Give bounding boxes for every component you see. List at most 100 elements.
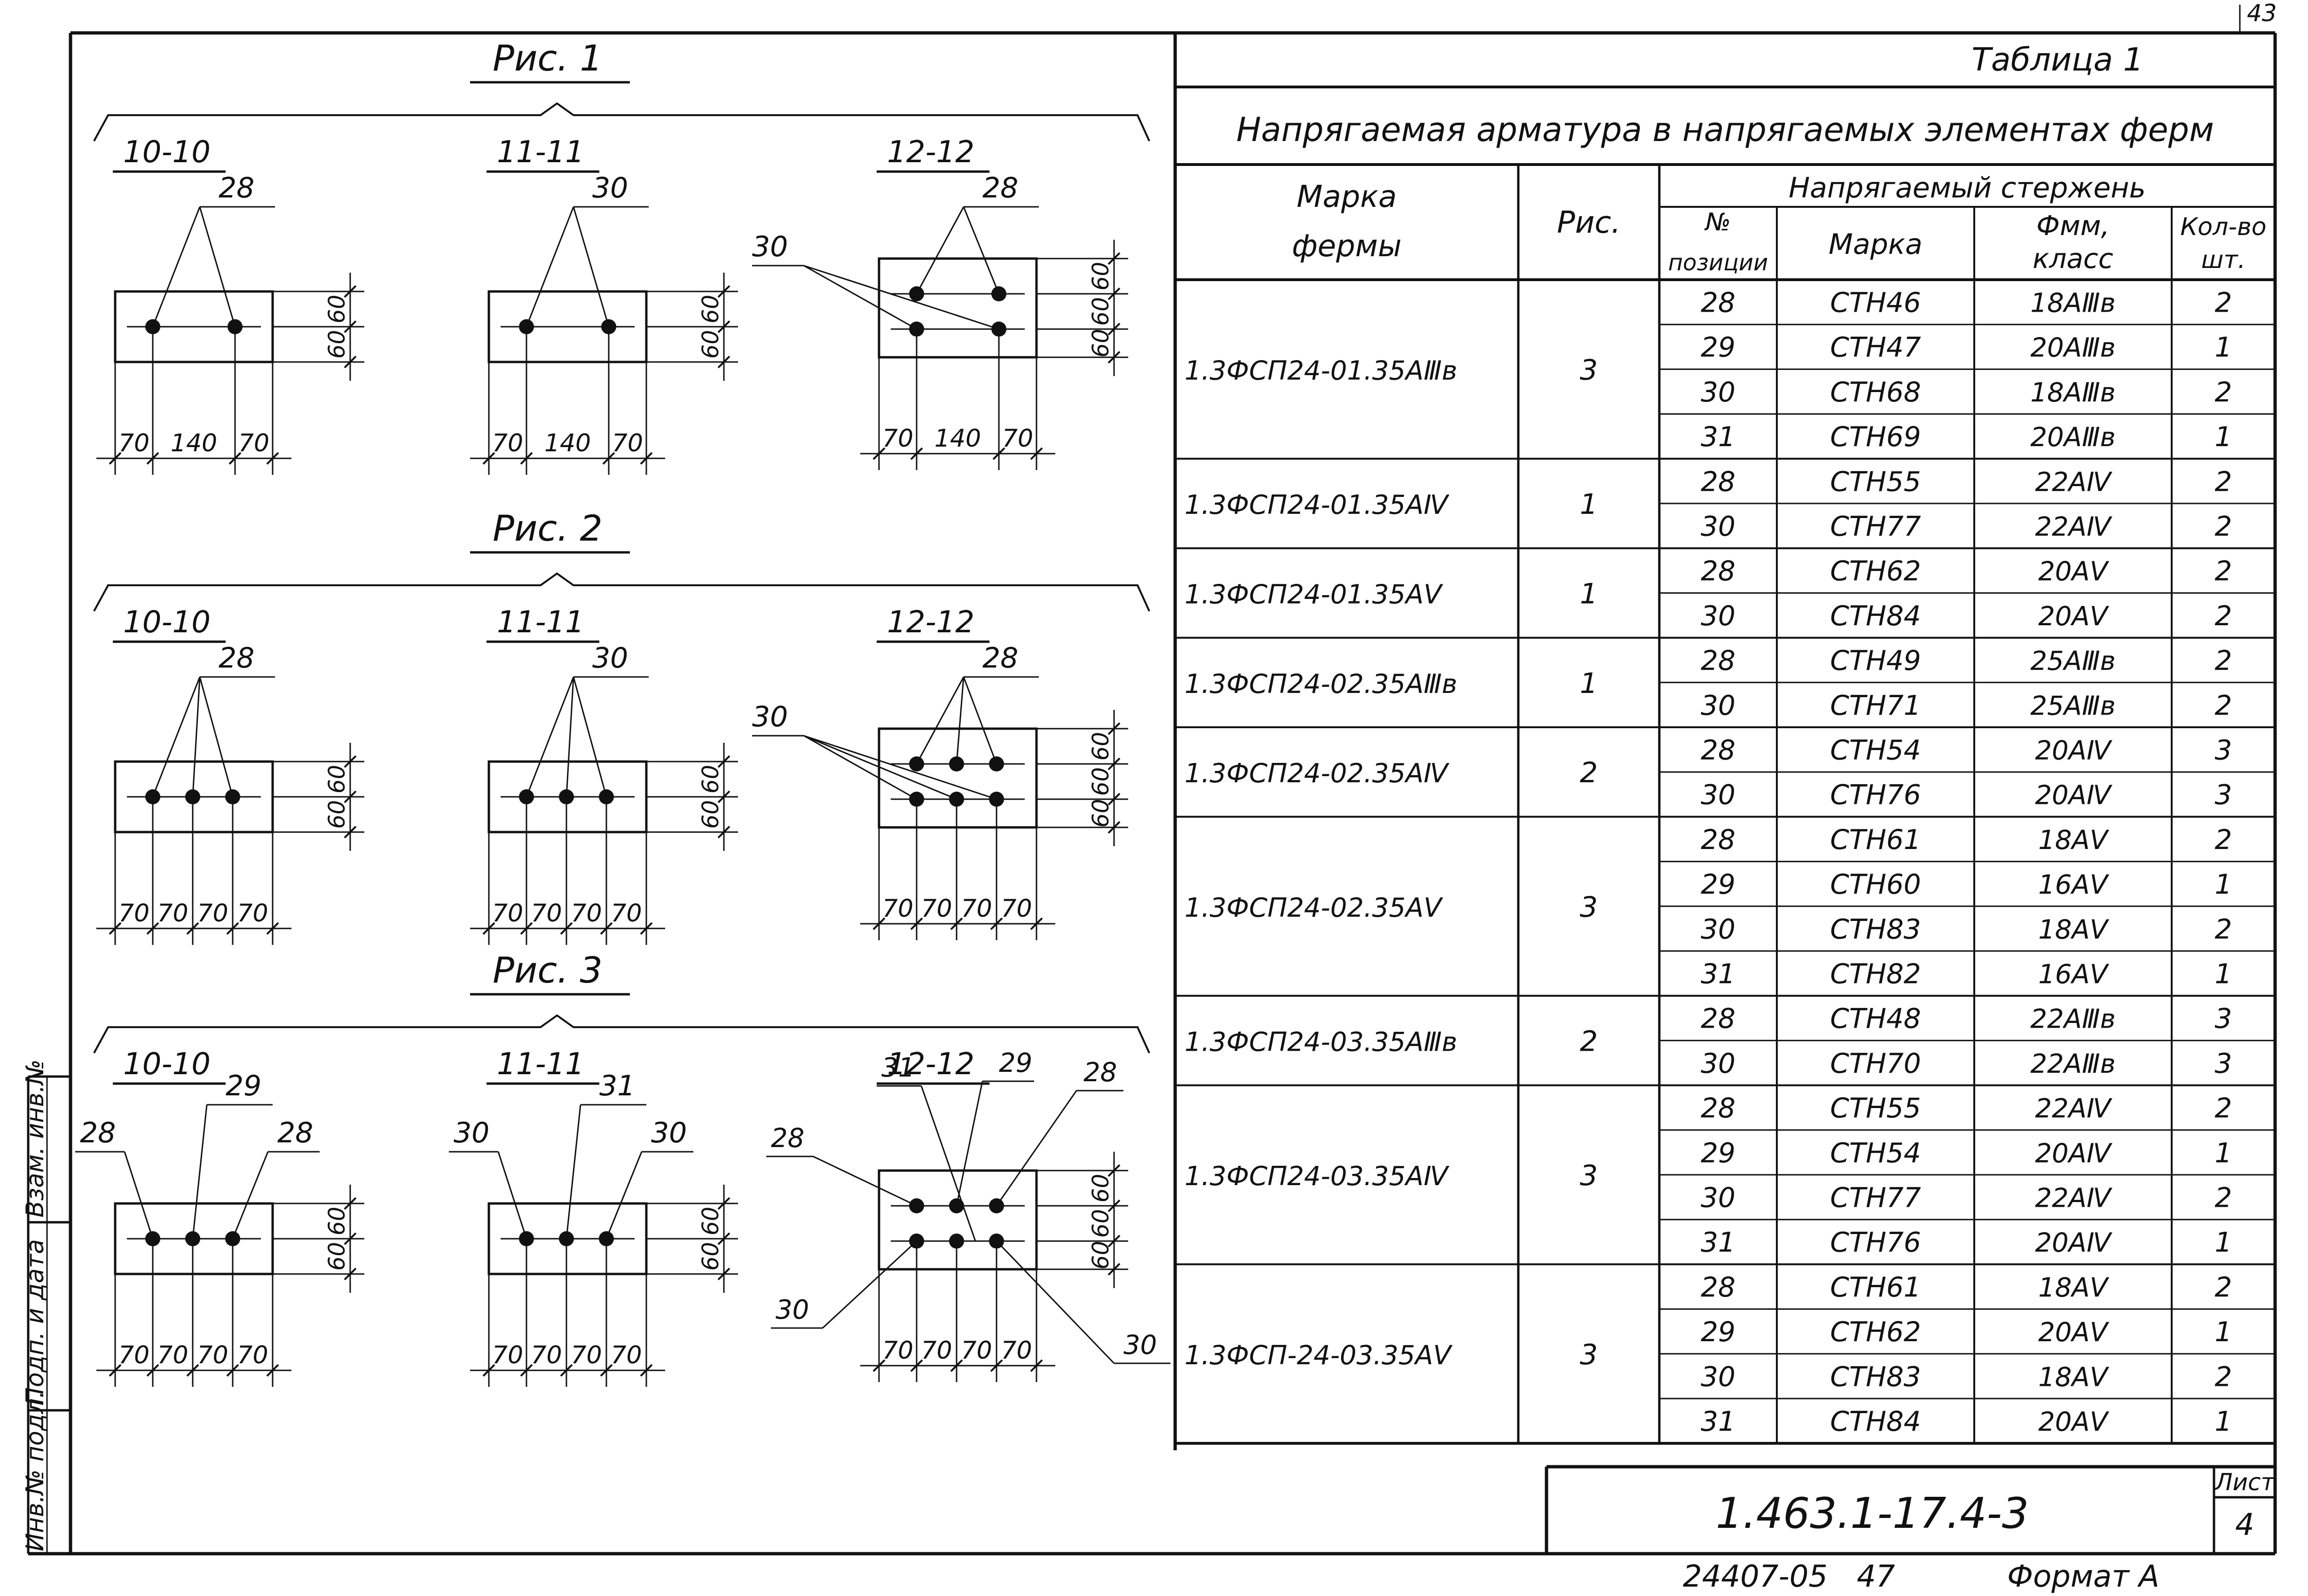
cell-marka: СТН68 [1830,376,1921,408]
cell-pos: 28 [1701,734,1735,766]
cell-qty: 1 [2215,1406,2232,1438]
dimension-tick [1107,1263,1121,1276]
cell-fermy-mark: 1.3ФСП24-01.35АⅤ [1185,579,1444,610]
leader-line [803,735,917,800]
leader-line [124,1151,154,1239]
dimension-tick [344,355,357,369]
cell-pos: 28 [1701,645,1735,676]
cell-qty: 2 [2215,1182,2232,1214]
cell-marka: СТН54 [1830,1137,1921,1169]
cell-ris: 3 [1580,891,1598,924]
cell-pos: 29 [1701,868,1735,900]
cell-diam: 22АⅢв [2030,1004,2115,1035]
leader-line [956,1081,983,1206]
section-title: 11-11 [497,605,584,640]
cell-marka: СТН61 [1830,824,1921,856]
dimension-tick [344,285,357,298]
cell-pos: 30 [1701,1182,1735,1214]
dimension-tick [1107,351,1121,364]
bottom-dimension: 70 [118,429,149,457]
cell-qty: 2 [2215,555,2232,587]
section-title: 11-11 [497,135,584,170]
cell-diam: 25АⅢв [2030,691,2115,721]
header-ris: Рис. [1557,205,1621,240]
cell-qty: 3 [2215,1003,2232,1035]
cell-ris: 2 [1580,756,1598,789]
cell-diam: 22АⅣ [2035,1093,2112,1124]
dimension-tick [717,755,730,768]
header-marka-fermy: фермы [1292,229,1402,264]
dimension-tick [1107,722,1121,735]
cell-qty: 2 [2215,913,2232,945]
side-dimension: 60 [698,295,724,323]
sheet-label: Лист [2214,1469,2276,1496]
leader-line [526,206,574,327]
dimension-tick [990,1359,1003,1372]
cell-qty: 3 [2215,734,2232,766]
bottom-dimension: 70 [492,899,523,928]
cell-pos: 31 [1701,958,1735,990]
dimension-tick [266,452,279,465]
side-dimension: 60 [1088,262,1114,291]
dimension-tick [640,922,653,935]
bottom-dimension: 70 [197,1341,228,1369]
position-label: 28 [219,172,254,204]
cell-diam: 25АⅢв [2030,646,2115,676]
dimension-tick [482,922,495,935]
cell-qty: 2 [2215,511,2232,542]
dimension-tick [1107,252,1121,265]
cell-diam: 22АⅣ [2035,512,2112,542]
cell-marka: СТН69 [1830,421,1921,453]
bottom-dimension: 70 [612,429,643,457]
dimension-tick [910,917,923,930]
side-dimension: 60 [698,800,724,829]
cell-pos: 28 [1701,287,1735,319]
dimension-tick [600,1364,613,1377]
header-marka: Марка [1829,228,1923,261]
dimension-tick [344,826,357,839]
side-dimension: 60 [1088,767,1114,796]
bottom-dimension: 70 [118,1341,149,1369]
cell-qty: 2 [2215,1271,2232,1303]
cell-qty: 3 [2215,1047,2232,1079]
header-diam: класс [2033,243,2113,275]
bottom-dimension: 70 [237,1341,268,1369]
dimension-tick [717,1232,730,1245]
leader-line [565,1104,581,1239]
bottom-dimension: 70 [492,1341,523,1369]
leader-line [956,676,965,764]
bottom-dimension: 70 [531,1341,562,1369]
cell-marka: СТН60 [1830,868,1921,900]
side-dimension: 60 [698,330,724,359]
cell-marka: СТН61 [1830,1271,1921,1303]
dimension-tick [992,447,1005,460]
cell-pos: 28 [1701,1271,1735,1303]
side-stamp: Взам. инв.№ Подп. и дата Инв.№ подл. [21,1059,71,1554]
bottom-dimension: 70 [1001,1337,1032,1365]
cell-fermy-mark: 1.3ФСП24-02.35АⅢв [1185,669,1457,700]
cell-pos: 30 [1701,779,1735,811]
dimension-tick [1107,1199,1121,1212]
position-label: 28 [219,642,254,675]
cell-diam: 18АⅤ [2038,1273,2110,1303]
cell-pos: 30 [1701,376,1735,408]
bottom-dimension: 70 [1002,425,1033,453]
position-label: 29 [999,1048,1032,1078]
leader-line [996,1240,1115,1364]
leader-line [803,265,999,330]
cell-pos: 31 [1701,1226,1735,1258]
header-group: Напрягаемый стержень [1789,172,2146,204]
leader-line [916,676,965,764]
position-label: 28 [982,642,1018,675]
bottom-dimension: 70 [157,899,188,928]
cell-pos: 28 [1701,824,1735,856]
dimension-tick [186,922,199,935]
cell-diam: 16АⅤ [2038,870,2110,900]
bottom-dimension: 70 [118,899,149,928]
dimension-tick [109,452,122,465]
dimension-tick [950,1359,963,1372]
dimension-tick [990,917,1003,930]
